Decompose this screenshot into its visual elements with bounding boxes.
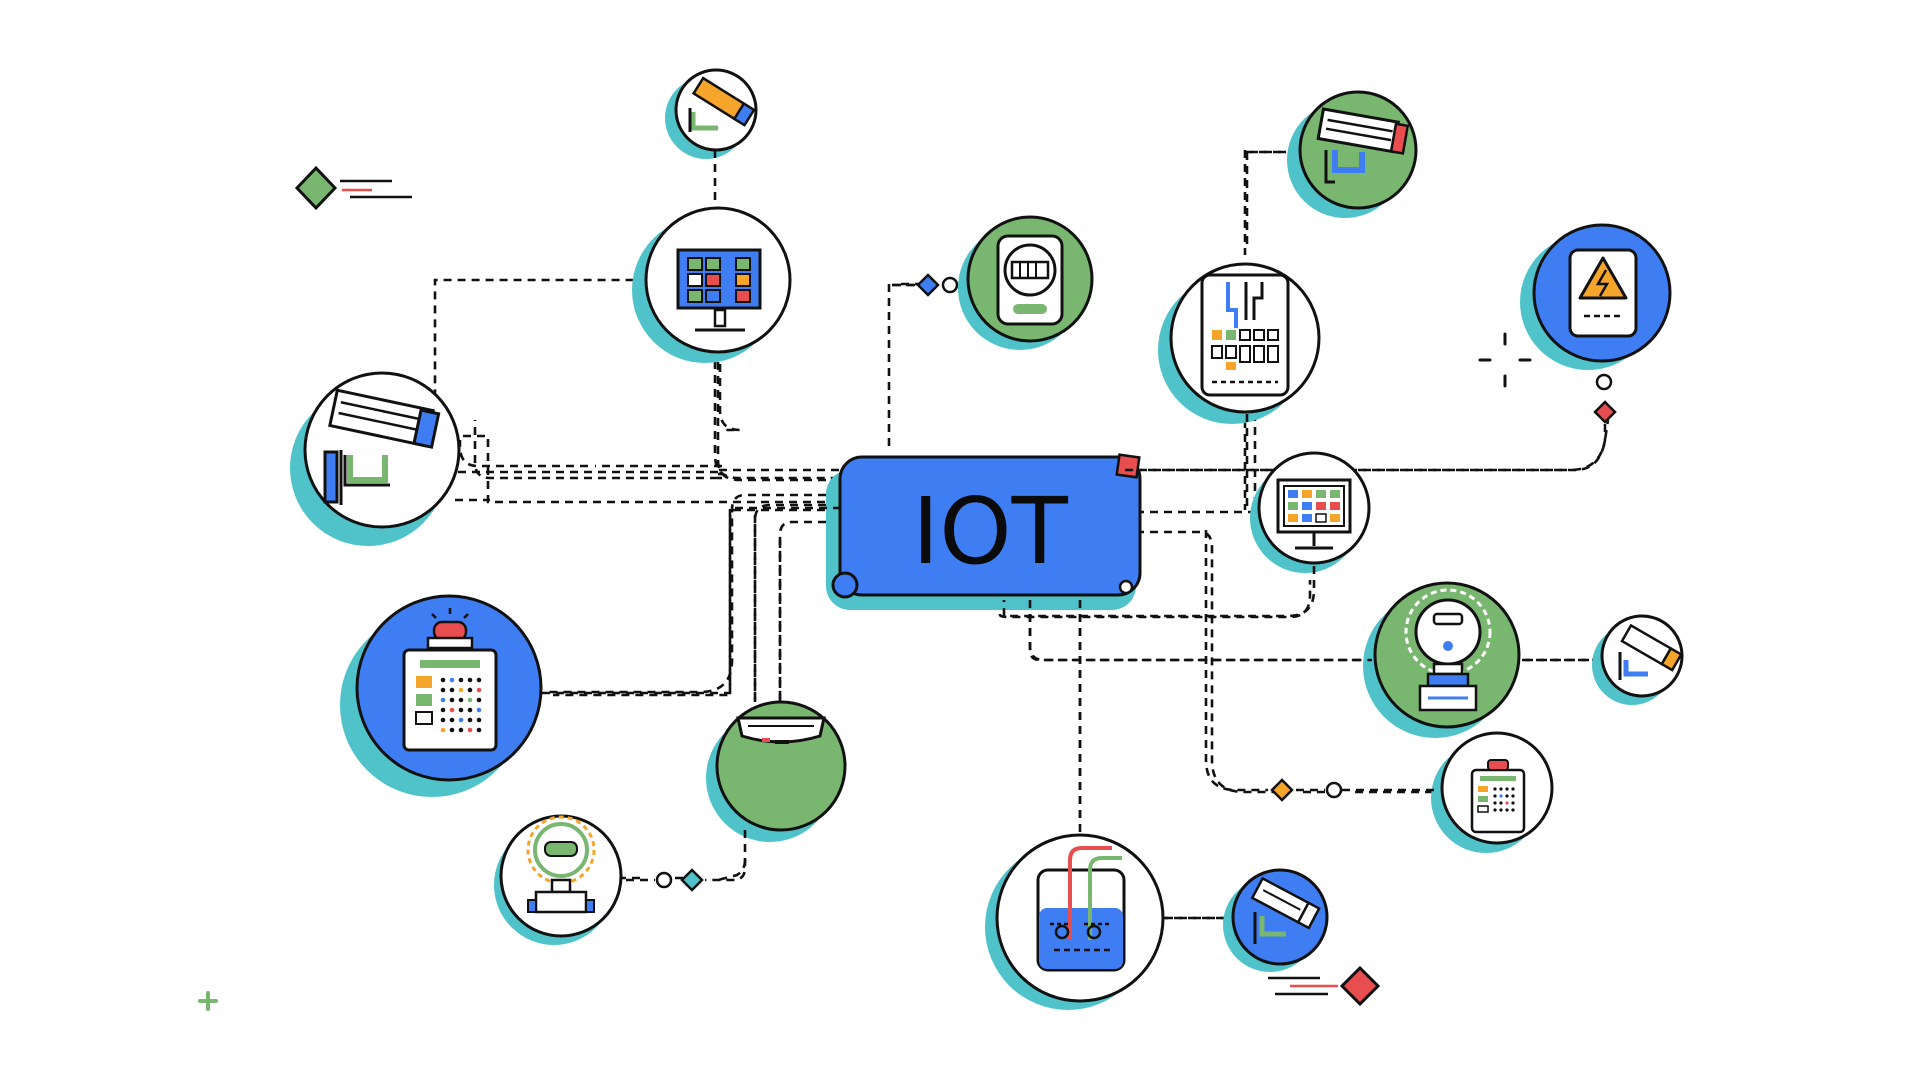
electric-meter[interactable] <box>893 215 1094 350</box>
cctv-camera-top[interactable] <box>665 68 758 159</box>
connector-diamond <box>1270 778 1294 802</box>
cctv-camera-right[interactable] <box>1592 614 1684 705</box>
connector-ring <box>1325 781 1343 799</box>
decor-diamond-green <box>294 165 412 211</box>
fire-alarm-panel-large[interactable] <box>340 594 543 797</box>
control-panel-icon <box>1200 273 1290 397</box>
cctv-camera-large[interactable] <box>290 371 461 546</box>
flow-meter-left[interactable] <box>494 814 623 945</box>
hub-label: IOT <box>912 478 1069 585</box>
flow-meter-right[interactable] <box>1363 581 1521 738</box>
cctv-camera-top-right[interactable] <box>1245 90 1418 250</box>
decor-plus-green <box>198 991 218 1011</box>
hub-status-square <box>1115 453 1141 479</box>
connector-lines-main <box>455 305 840 697</box>
flow-meter-icon <box>1404 588 1492 712</box>
smoke-detector[interactable] <box>706 700 847 842</box>
monitor-panel[interactable] <box>632 206 792 363</box>
connector-diamond <box>680 868 704 892</box>
connector-ring <box>655 871 673 889</box>
sparkle-decoration <box>1478 332 1532 388</box>
cctv-camera-icon <box>1618 623 1683 680</box>
decor-diamond-red <box>1268 965 1381 1007</box>
connector-diamond <box>916 273 940 297</box>
alarm-panel-icon <box>402 608 498 752</box>
connector-diamond <box>1593 400 1617 424</box>
smoke-detector-icon <box>736 716 826 744</box>
cctv-camera-icon <box>1250 876 1321 944</box>
control-cabinet[interactable] <box>1158 262 1321 424</box>
alarm-panel-icon <box>1470 759 1526 834</box>
fire-alarm-panel-small[interactable] <box>1431 731 1554 853</box>
hub-port-right <box>1118 579 1134 595</box>
cctv-camera-icon <box>323 388 441 505</box>
hub-port-left <box>831 571 859 599</box>
meter-icon <box>996 234 1064 326</box>
cctv-camera-bottom[interactable] <box>1223 868 1329 972</box>
cctv-camera-icon <box>1316 107 1410 184</box>
tank-icon <box>1036 846 1126 972</box>
monitor-small[interactable] <box>1250 451 1371 573</box>
connector-ring <box>941 276 959 294</box>
monitor-icon <box>676 248 762 332</box>
high-voltage-sign[interactable] <box>1520 223 1672 424</box>
flow-meter-icon <box>526 815 596 914</box>
iot-hub[interactable]: IOT <box>826 453 1142 610</box>
cctv-camera-icon <box>688 76 756 132</box>
connector-ring <box>1595 373 1613 391</box>
high-voltage-icon <box>1568 248 1638 338</box>
monitor-icon <box>1276 478 1352 550</box>
water-tank[interactable] <box>985 833 1165 1010</box>
